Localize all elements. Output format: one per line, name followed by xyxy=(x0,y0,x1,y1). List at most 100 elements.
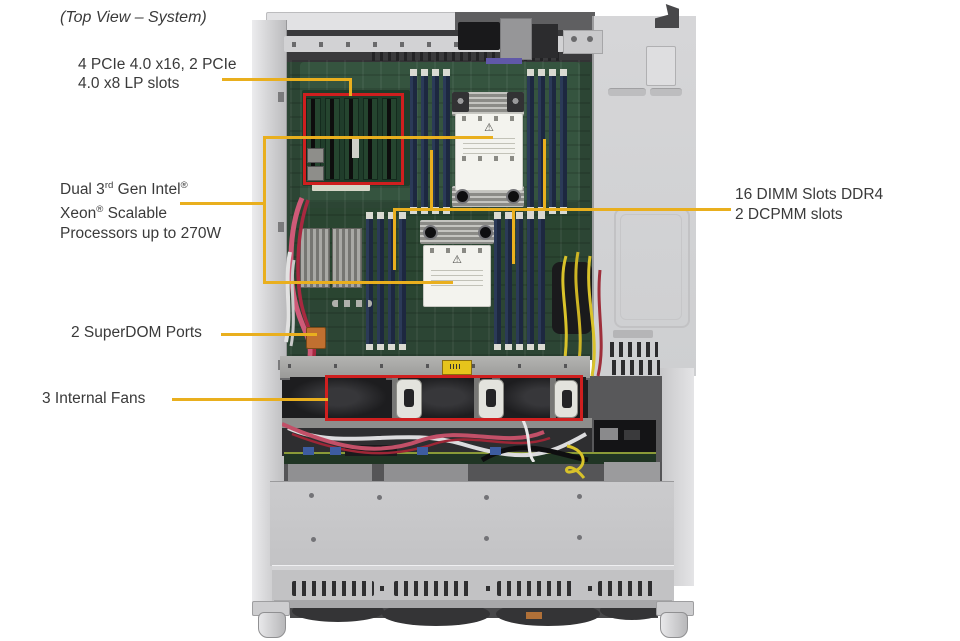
rear-screw-dots xyxy=(292,42,552,47)
chassis-foot-right xyxy=(660,612,688,638)
pcie-label-line2: 4.0 x8 LP slots xyxy=(78,75,180,92)
callout-line-dimm-branch xyxy=(512,208,515,264)
superdom-connector xyxy=(306,327,326,349)
bracket-hole xyxy=(571,36,577,42)
fan-lower-lip xyxy=(282,418,592,430)
fan-handle xyxy=(478,379,504,419)
cover-screw xyxy=(484,495,489,500)
highlight-box-pcie-slots xyxy=(303,93,404,185)
fan-1 xyxy=(290,377,386,417)
front-vent-group xyxy=(292,581,374,596)
cpu1-heatsink-fins-bottom xyxy=(452,186,524,207)
fan-post xyxy=(392,376,398,420)
backplane-connector-blue xyxy=(330,447,341,455)
dimm-latches xyxy=(494,344,546,350)
fan-handle-notch xyxy=(404,389,414,407)
front-vent-group xyxy=(598,581,658,596)
dimm-latches xyxy=(527,69,571,76)
chipset-heatsink xyxy=(332,228,362,288)
dimm-label-line2: 2 DCPMM slots xyxy=(735,206,843,223)
front-vent-group xyxy=(394,581,474,596)
dimm-latches xyxy=(410,69,454,76)
psu-cutout xyxy=(646,46,676,86)
front-panel-lip xyxy=(274,600,672,608)
fan-handle xyxy=(396,379,422,419)
pcie-slot xyxy=(325,98,340,180)
front-vent-dot xyxy=(486,586,490,591)
dimm-bank-cpu1-right xyxy=(527,72,571,214)
cpu1-label-icons xyxy=(462,156,516,161)
drive-bay-cover-segment xyxy=(384,464,468,481)
cpu1-heatsink-label: ⚠ xyxy=(455,113,523,191)
dimm-latches xyxy=(366,212,410,219)
bracket-hole xyxy=(587,36,593,42)
rear-vent-row xyxy=(372,52,564,61)
cpu2-label-icons xyxy=(430,248,484,253)
cpu1-label-textlines xyxy=(463,138,515,154)
sas-plug xyxy=(600,428,618,440)
midplane-cables xyxy=(282,418,589,462)
under-connector xyxy=(526,612,542,619)
capacitor-row xyxy=(332,300,372,307)
callout-label-superdom: 2 SuperDOM Ports xyxy=(71,324,202,341)
cover-screw xyxy=(309,493,314,498)
cpu2-standoff xyxy=(423,225,438,240)
pcie-chip xyxy=(307,166,324,181)
left-wall-hinge xyxy=(278,222,284,232)
cpu2-standoff xyxy=(478,225,493,240)
psu-door-inner xyxy=(620,214,682,320)
callout-line-superdom xyxy=(221,333,317,336)
left-wall-hinge xyxy=(278,92,284,102)
callout-line-cpu1 xyxy=(263,136,493,139)
callout-line-dimm-branch xyxy=(430,150,433,211)
front-vent-group xyxy=(497,581,575,596)
front-vent-dot xyxy=(380,586,384,591)
power-cable-blob xyxy=(552,262,592,334)
cpu1-standoff xyxy=(506,189,521,204)
rear-io-block xyxy=(458,22,500,50)
cover-screw xyxy=(577,494,582,499)
pcie-slot xyxy=(363,98,378,180)
callout-line-fans xyxy=(172,398,328,401)
dimm-latches xyxy=(494,212,546,219)
dimm-latches xyxy=(366,344,410,350)
chipset-heatsink xyxy=(300,228,330,288)
warning-triangle-icon: ⚠ xyxy=(452,254,462,266)
cover-screw xyxy=(377,495,382,500)
cover-screw xyxy=(311,537,316,542)
rear-io-block xyxy=(532,24,558,58)
cpu1-label-icons xyxy=(462,116,516,121)
callout-line-pcie-v xyxy=(349,78,352,96)
pcb-accent-bar xyxy=(486,58,522,64)
pcie-slot xyxy=(382,98,397,180)
callout-line-dimm-branch xyxy=(543,139,546,211)
cover-screw xyxy=(484,536,489,541)
callout-label-dimm: 16 DIMM Slots DDR4 2 DCPMM slots xyxy=(735,185,883,225)
cpu1-standoff xyxy=(455,189,470,204)
callout-label-pcie: 4 PCIe 4.0 x16, 2 PCIe 4.0 x8 LP slots xyxy=(78,55,237,93)
pcie-chip xyxy=(307,148,324,163)
drive-bay-cover-segment xyxy=(288,464,372,481)
backplane-connector-blue xyxy=(417,447,428,455)
fan-post xyxy=(474,376,480,420)
cpu2-heatsink-label: ⚠ xyxy=(423,245,491,307)
fan-handle-notch xyxy=(562,390,572,408)
cpu1-screw-block xyxy=(507,92,524,112)
psu-fan-grille xyxy=(612,360,660,375)
cpu1-screw-block xyxy=(452,92,469,112)
cpu-label-line1: Dual 3rd Gen Intel® xyxy=(60,180,188,199)
callout-line-dimm-h xyxy=(393,208,731,211)
psu-slot xyxy=(608,88,646,96)
psu-small-slot xyxy=(613,330,653,338)
pcie-slot-tag xyxy=(352,138,359,158)
callout-line-cpu-bracket xyxy=(263,136,266,284)
yellow-wire-loop xyxy=(565,444,586,479)
dimm-label-line1: 16 DIMM Slots DDR4 xyxy=(735,186,884,203)
drive-bay-cover-segment xyxy=(604,462,660,481)
backplane-connector-blue xyxy=(303,447,314,455)
fan-post xyxy=(550,376,556,420)
warning-sticker-marks xyxy=(450,364,462,369)
psu-fan-grille xyxy=(610,342,658,357)
cpu-label-line2: Xeon® Scalable xyxy=(60,204,168,223)
